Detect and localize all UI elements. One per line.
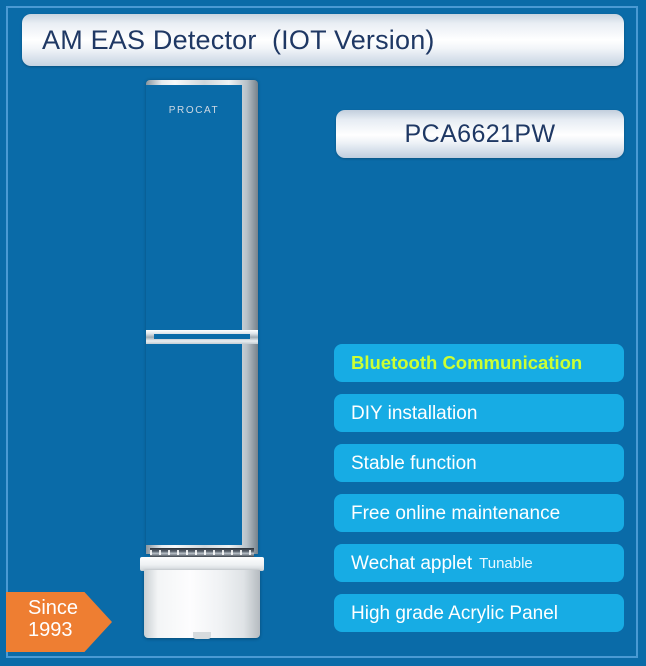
feature-label: Bluetooth Communication bbox=[351, 351, 583, 373]
feature-sublabel: Tunable bbox=[479, 554, 533, 572]
procat-logo: PROCAT bbox=[168, 105, 220, 116]
gate-cross-rail-gap bbox=[154, 334, 250, 339]
feature-list: Bluetooth Communication DIY installation… bbox=[334, 344, 624, 644]
gate-base-cap bbox=[140, 557, 264, 571]
feature-item-diy-installation[interactable]: DIY installation bbox=[334, 394, 624, 432]
feature-item-high-grade-acrylic-panel[interactable]: High grade Acrylic Panel bbox=[334, 594, 624, 632]
feature-item-wechat-applet[interactable]: Wechat applet Tunable bbox=[334, 544, 624, 582]
feature-label: Wechat applet bbox=[351, 552, 473, 574]
feature-item-stable-function[interactable]: Stable function bbox=[334, 444, 624, 482]
gate-led-dots bbox=[150, 550, 254, 555]
model-number-label: PCA6621PW bbox=[404, 119, 556, 148]
eas-detector-gate-image: PROCAT bbox=[138, 78, 266, 644]
slide-title-bar: AM EAS Detector (IOT Version) bbox=[22, 14, 624, 66]
feature-label: Stable function bbox=[351, 452, 477, 474]
feature-item-free-online-maintenance[interactable]: Free online maintenance bbox=[334, 494, 624, 532]
feature-item-bluetooth-communication[interactable]: Bluetooth Communication bbox=[334, 344, 624, 382]
page-title: AM EAS Detector (IOT Version) bbox=[42, 24, 435, 55]
since-badge: Since 1993 bbox=[6, 592, 112, 652]
model-number-badge: PCA6621PW bbox=[336, 110, 624, 158]
gate-base-notch bbox=[193, 632, 211, 639]
feature-label: DIY installation bbox=[351, 402, 478, 424]
gate-acrylic-panel bbox=[146, 85, 242, 545]
feature-label: Free online maintenance bbox=[351, 502, 561, 524]
feature-label: High grade Acrylic Panel bbox=[351, 602, 558, 624]
gate-base-body bbox=[144, 570, 260, 638]
since-badge-year: 1993 bbox=[28, 619, 73, 642]
since-badge-word: Since bbox=[28, 597, 79, 619]
